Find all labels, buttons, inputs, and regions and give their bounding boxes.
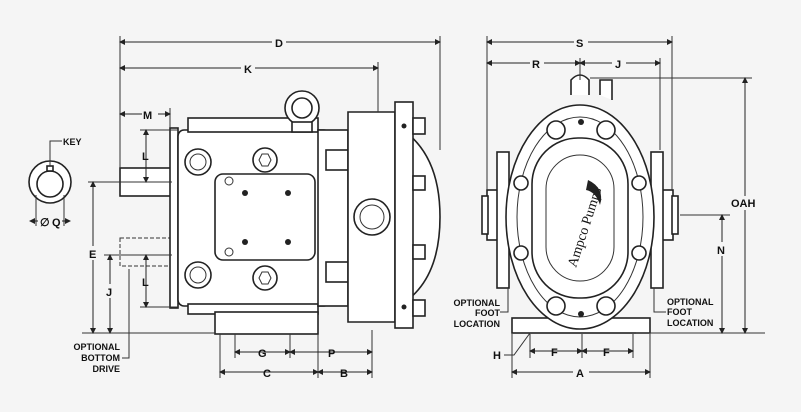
n-label: N xyxy=(717,245,725,257)
pump-base-foot xyxy=(214,311,319,335)
shaft-circle-inner xyxy=(36,170,64,198)
side-view-pump xyxy=(119,90,441,335)
gearbox-cover-plate xyxy=(214,173,316,261)
g-label: G xyxy=(258,348,267,360)
foot-leader-right xyxy=(653,288,666,313)
foot-left-line1: OPTIONAL xyxy=(454,298,501,308)
r-label: R xyxy=(532,59,540,71)
foot-leader-left xyxy=(500,288,509,313)
shaft-key-detail: KEY ∅ Q xyxy=(28,137,82,229)
bottom-drive-leader xyxy=(122,269,130,359)
foot-left-line3: LOCATION xyxy=(454,319,500,329)
f-right-label: F xyxy=(603,347,610,359)
optional-bottom-drive-line2: BOTTOM xyxy=(81,353,120,363)
key-label: KEY xyxy=(63,137,82,147)
a-label: A xyxy=(576,368,584,380)
diameter-symbol: ∅ xyxy=(40,217,50,229)
front-flange xyxy=(394,101,414,329)
foot-right-line1: OPTIONAL xyxy=(667,297,714,307)
plug-top xyxy=(184,148,212,176)
q-label: Q xyxy=(52,217,61,229)
j-side-label: J xyxy=(106,287,112,299)
l-bottom-label: L xyxy=(142,277,149,289)
foot-right-line2: FOOT xyxy=(667,307,692,317)
d-label: D xyxy=(275,38,283,50)
front-view-pump: Ampco Pumps xyxy=(481,74,679,334)
foot-right-line3: LOCATION xyxy=(667,318,713,328)
key-square xyxy=(46,165,54,172)
h-leader xyxy=(504,332,531,356)
front-view-dimensions: S R J OAH N OPTIONAL FOOT LOCATION OPTIO… xyxy=(454,35,765,380)
side-view-dimensions: D K M L L E J OPTIONAL BOTTOM DRIVE G P xyxy=(74,35,441,380)
l-top-label: L xyxy=(142,151,149,163)
j-front-label: J xyxy=(615,59,621,71)
p-label: P xyxy=(328,348,335,360)
key-leader xyxy=(49,140,62,166)
foot-left-line2: FOOT xyxy=(475,308,500,318)
k-label: K xyxy=(244,64,252,76)
plug-bottom xyxy=(184,261,212,289)
c-label: C xyxy=(263,368,271,380)
optional-bottom-drive-line3: DRIVE xyxy=(92,364,120,374)
b-label: B xyxy=(340,368,348,380)
f-left-label: F xyxy=(551,347,558,359)
port-opening xyxy=(353,198,391,236)
front-cover-plate xyxy=(531,137,629,299)
m-label: M xyxy=(143,110,152,122)
h-label: H xyxy=(493,350,501,362)
oah-label: OAH xyxy=(731,198,756,210)
e-label: E xyxy=(89,249,96,261)
optional-bottom-drive-line1: OPTIONAL xyxy=(74,342,121,352)
s-label: S xyxy=(576,38,583,50)
gearbox-end-cover xyxy=(169,127,179,309)
